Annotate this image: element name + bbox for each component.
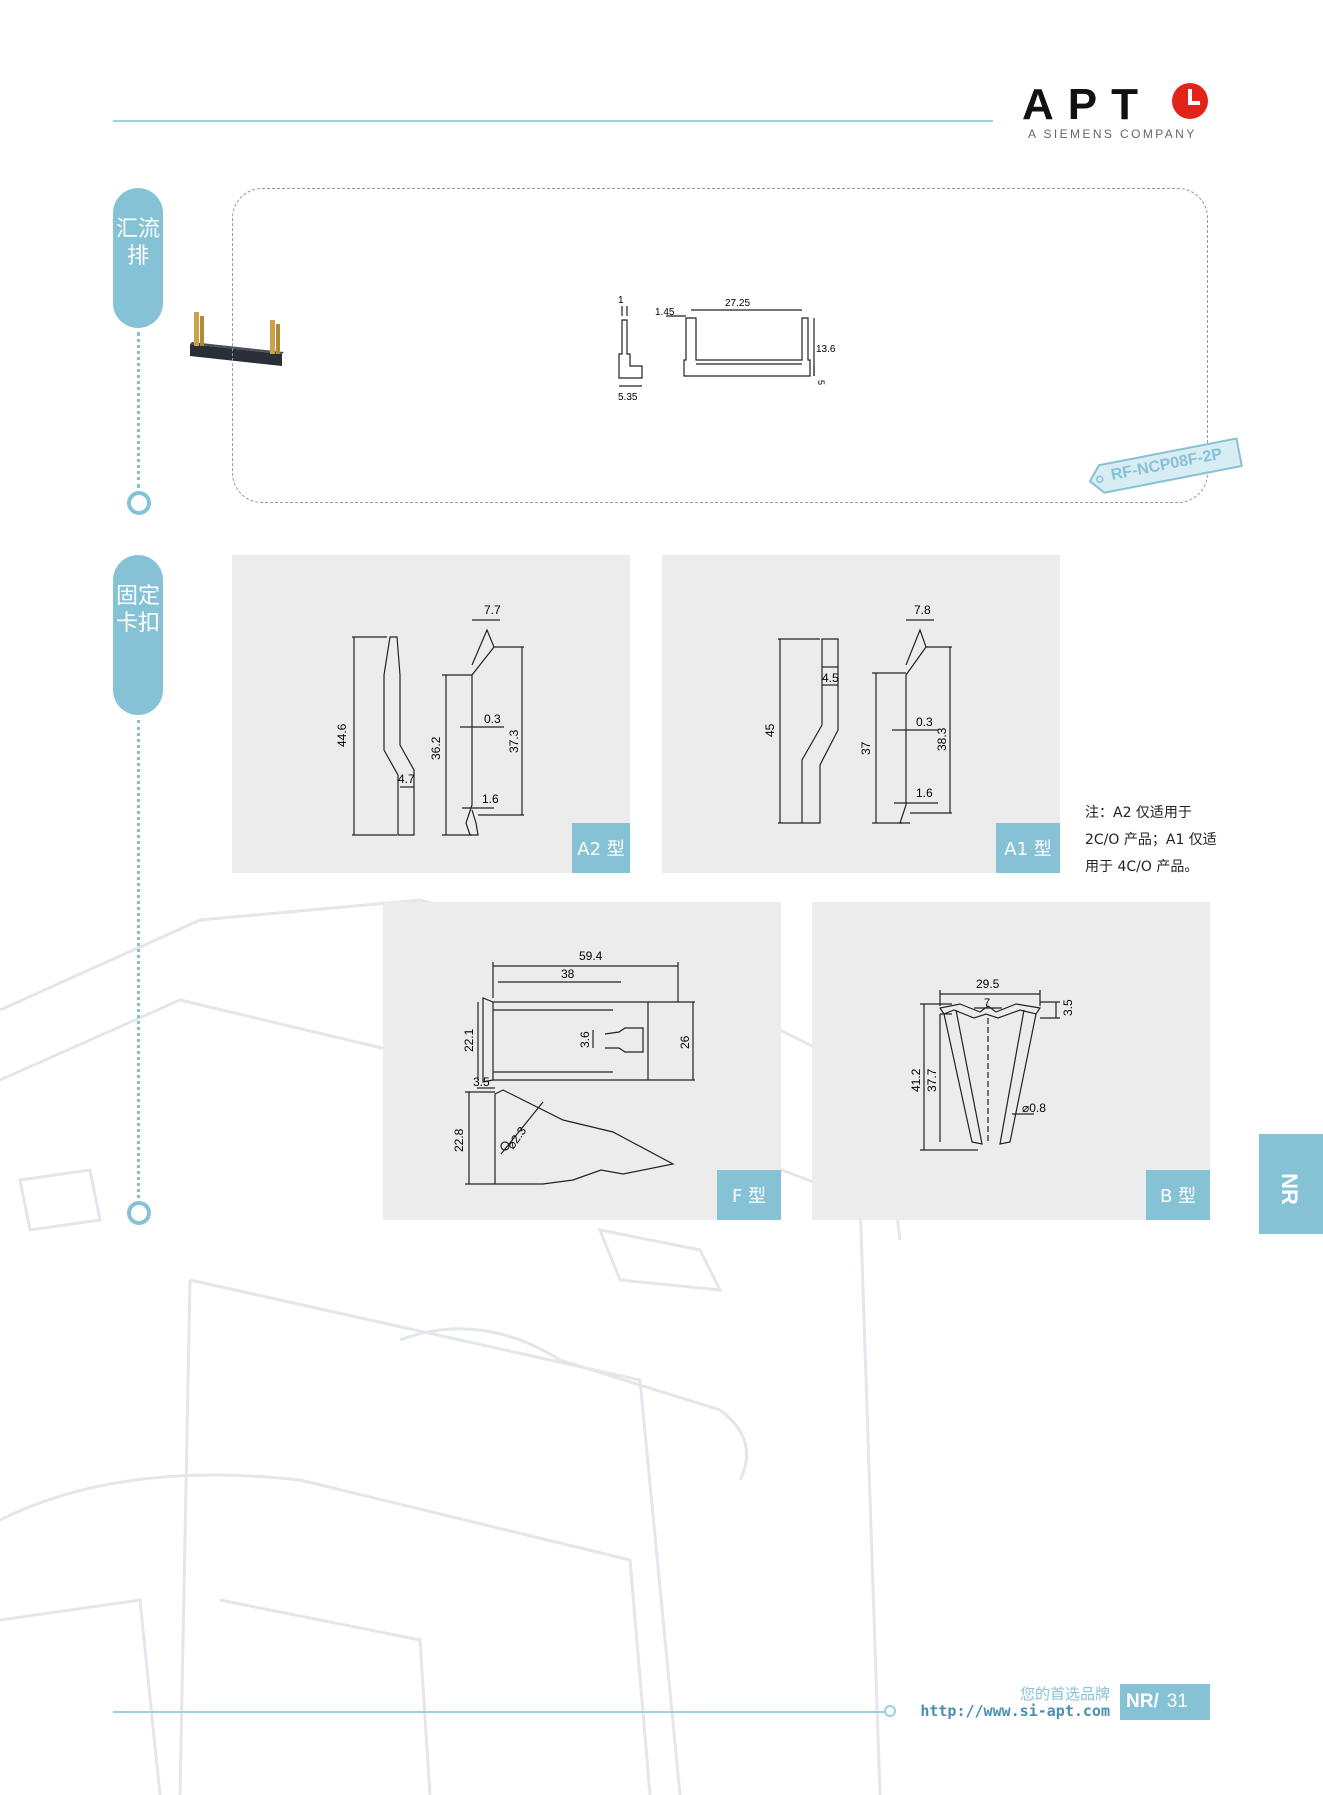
type-label-f: F 型 — [717, 1170, 781, 1220]
usage-note: 注：A2 仅适用于 2C/O 产品；A1 仅适用于 4C/O 产品。 — [1085, 805, 1217, 875]
a1-dim-6: 38.3 — [935, 727, 949, 751]
a1-dim-7: 1.6 — [916, 786, 933, 800]
a1-dim-1: 7.8 — [914, 603, 931, 617]
a2-dim-4: 0.3 — [484, 712, 501, 726]
footer-separator: / — [1153, 1691, 1159, 1712]
type-label-b: B 型 — [1146, 1170, 1210, 1220]
f-dim-6: 3.5 — [473, 1075, 490, 1089]
a2-dim-5: 37.3 — [507, 729, 521, 753]
footer-slogan: 您的首选品牌 — [1019, 1685, 1110, 1703]
busbar-dim-5: 5.35 — [618, 392, 638, 403]
busbar-product-image — [190, 312, 284, 366]
a2-dim-2: 44.6 — [335, 723, 349, 747]
footer-section: NR — [1126, 1691, 1154, 1712]
clip-panel-f: 59.4 38 22.1 3.6 26 3.5 22.8 ⌀2.3 F 型 — [383, 902, 781, 1220]
section-side-tab[interactable]: NR — [1259, 1134, 1323, 1234]
b-dim-6: ⌀0.8 — [1022, 1101, 1046, 1115]
f-dim-2: 38 — [561, 967, 575, 981]
busbar-dim-2: 1.45 — [655, 307, 675, 318]
a1-dim-3: 45 — [763, 723, 777, 737]
a2-dim-3: 36.2 — [429, 736, 443, 760]
a1-dim-5: 0.3 — [916, 715, 933, 729]
busbar-dim-6: 5 — [816, 380, 826, 385]
busbar-dim-3: 27.25 — [725, 298, 750, 309]
side-tab-label: NR — [1276, 1173, 1302, 1205]
clip-a2-drawing: 7.7 44.6 36.2 0.3 37.3 4.7 1.6 — [335, 603, 524, 836]
f-dim-4: 3.6 — [578, 1031, 592, 1048]
clip-a1-drawing: 7.8 4.5 45 37 0.3 38.3 1.6 — [763, 603, 952, 824]
clip-panel-b: 29.5 7 3.5 41.2 37.7 ⌀0.8 B 型 — [812, 902, 1210, 1220]
f-dim-7: 22.8 — [452, 1128, 466, 1152]
b-dim-3: 3.5 — [1061, 999, 1075, 1016]
b-dim-2: 7 — [984, 997, 990, 1009]
timeline-dots — [137, 720, 140, 1204]
f-dim-3: 22.1 — [462, 1028, 476, 1052]
busbar-dim-4: 13.6 — [816, 344, 836, 355]
a1-dim-2: 4.5 — [822, 671, 839, 685]
clip-b-drawing: 29.5 7 3.5 41.2 37.7 ⌀0.8 — [909, 977, 1075, 1151]
busbar-panel — [232, 188, 1208, 503]
section-label-clips: 固定卡扣 — [113, 555, 163, 715]
clip-f-drawing: 59.4 38 22.1 3.6 26 3.5 22.8 ⌀2.3 — [452, 949, 695, 1185]
timeline-ring — [127, 491, 151, 515]
logo-subtitle: A SIEMENS COMPANY — [1028, 127, 1197, 141]
busbar-dim-1: 1 — [618, 295, 624, 306]
apt-logo: APT — [1022, 80, 1152, 129]
a2-dim-6: 4.7 — [398, 772, 415, 786]
clip-panel-a2: 7.7 44.6 36.2 0.3 37.3 4.7 1.6 A2 型 — [232, 555, 630, 873]
type-label-a2: A2 型 — [572, 823, 630, 873]
page-number: 31 — [1166, 1691, 1188, 1712]
b-dim-4: 41.2 — [909, 1068, 923, 1092]
a1-dim-4: 37 — [859, 741, 873, 755]
logo-clock-icon — [1172, 83, 1208, 119]
b-dim-1: 29.5 — [976, 977, 1000, 991]
page-number-box: NR/ 31 — [1120, 1684, 1210, 1720]
f-dim-8: ⌀2.3 — [504, 1124, 529, 1152]
footer-url[interactable]: http://www.si-apt.com — [920, 1702, 1110, 1720]
header-rule — [113, 120, 993, 122]
footer-dot — [884, 1705, 896, 1717]
a2-dim-1: 7.7 — [484, 603, 501, 617]
section-label-busbar: 汇流排 — [113, 188, 163, 328]
type-label-a1: A1 型 — [996, 823, 1060, 873]
a2-dim-7: 1.6 — [482, 792, 499, 806]
busbar-drawing: 1 1.45 27.25 13.6 5.35 5 — [618, 295, 836, 403]
clip-panel-a1: 7.8 4.5 45 37 0.3 38.3 1.6 A1 型 — [662, 555, 1060, 873]
b-dim-5: 37.7 — [925, 1068, 939, 1092]
footer-rule — [113, 1711, 888, 1713]
f-dim-1: 59.4 — [579, 949, 603, 963]
model-tag: RF-NCP08F-2P — [1083, 436, 1246, 498]
timeline-dots — [137, 332, 140, 488]
f-dim-5: 26 — [678, 1035, 692, 1049]
timeline-ring — [127, 1201, 151, 1225]
